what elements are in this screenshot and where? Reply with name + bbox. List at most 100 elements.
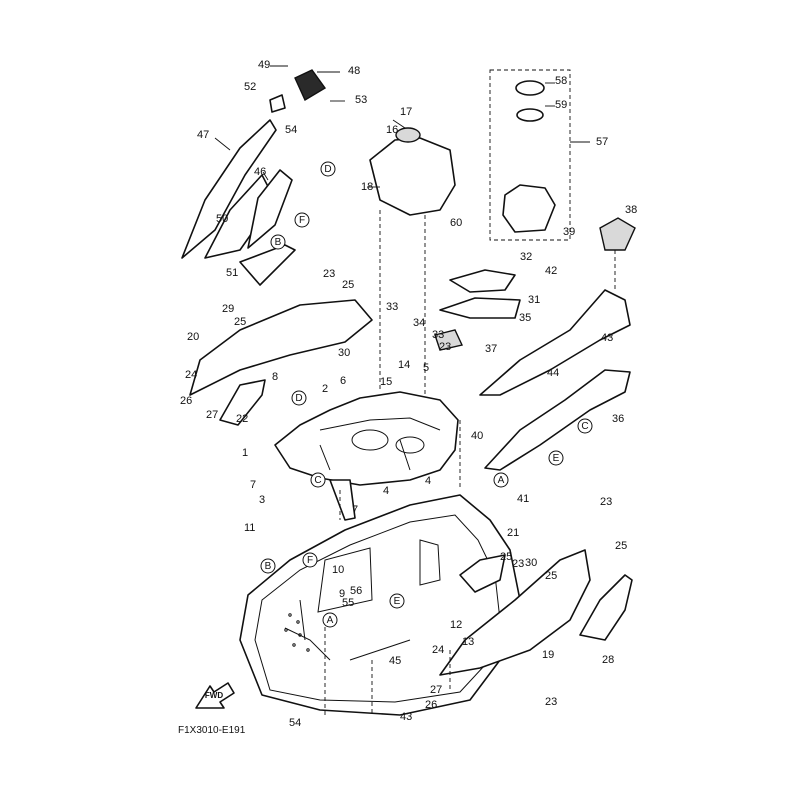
callout-25: 25 (234, 316, 246, 328)
callout-21: 21 (507, 527, 519, 539)
hull-deck (239, 494, 521, 716)
svg-text:D: D (324, 164, 331, 175)
callout-14: 14 (398, 359, 410, 371)
callout-58: 58 (555, 75, 567, 87)
callout-47: 47 (197, 129, 209, 141)
callout-26: 26 (180, 395, 192, 407)
reference-mark-C: C (577, 418, 593, 434)
svg-text:A: A (498, 475, 505, 486)
callout-56: 56 (350, 585, 362, 597)
fwd-label: FWD (205, 691, 223, 700)
leader-lines (214, 65, 616, 715)
kit-box (489, 69, 571, 241)
callout-29: 29 (222, 303, 234, 315)
callout-25: 25 (500, 551, 512, 563)
front-center-cover (274, 391, 459, 521)
callout-22: 22 (236, 413, 248, 425)
reference-mark-F: F (294, 212, 310, 228)
right-side-panels (439, 289, 633, 676)
callout-2: 2 (322, 383, 328, 395)
middle-parts (434, 217, 636, 351)
callout-27: 27 (206, 409, 218, 421)
svg-text:C: C (581, 421, 588, 432)
callout-39: 39 (563, 226, 575, 238)
callout-30: 30 (338, 347, 350, 359)
forward-arrow-icon: FWD (195, 682, 235, 709)
callout-28: 28 (602, 654, 614, 666)
callout-49: 49 (258, 59, 270, 71)
callout-19: 19 (542, 649, 554, 661)
svg-text:B: B (265, 561, 272, 572)
callout-1: 1 (242, 447, 248, 459)
callout-48: 48 (348, 65, 360, 77)
callout-25: 25 (545, 570, 557, 582)
callout-23: 23 (323, 268, 335, 280)
callout-12: 12 (450, 619, 462, 631)
svg-text:F: F (299, 215, 305, 226)
reference-mark-D: D (291, 390, 307, 406)
reference-marks: A A B B C C D D E E F F (260, 161, 593, 628)
callout-23: 23 (545, 696, 557, 708)
callout-7: 7 (352, 504, 358, 516)
reference-mark-E: E (389, 593, 405, 609)
callout-36: 36 (612, 413, 624, 425)
callout-41: 41 (517, 493, 529, 505)
callout-50: 50 (216, 213, 228, 225)
callout-44: 44 (547, 367, 559, 379)
callout-numbers: 1234456778910111213141516171819202122232… (0, 0, 637, 729)
callout-34: 34 (413, 317, 425, 329)
reference-mark-C: C (310, 472, 326, 488)
callout-40: 40 (471, 430, 483, 442)
callout-7: 7 (250, 479, 256, 491)
callout-45: 45 (389, 655, 401, 667)
callout-8: 8 (272, 371, 278, 383)
svg-text:A: A (327, 615, 334, 626)
reference-mark-D: D (320, 161, 336, 177)
reference-mark-E: E (548, 450, 564, 466)
callout-57: 57 (596, 136, 608, 148)
callout-16: 16 (386, 124, 398, 136)
callout-53: 53 (355, 94, 367, 106)
callout-54: 54 (285, 124, 297, 136)
callout-33: 33 (386, 301, 398, 313)
callout-35: 35 (519, 312, 531, 324)
callout-51: 51 (226, 267, 238, 279)
callout-15: 15 (380, 376, 392, 388)
svg-text:B: B (275, 237, 282, 248)
callout-17: 17 (400, 106, 412, 118)
callout-23: 23 (512, 558, 524, 570)
callout-5: 5 (423, 362, 429, 374)
callout-24: 24 (185, 369, 197, 381)
callout-32: 32 (520, 251, 532, 263)
callout-25: 25 (342, 279, 354, 291)
callout-38: 38 (625, 204, 637, 216)
callout-30: 30 (525, 557, 537, 569)
callout-37: 37 (485, 343, 497, 355)
svg-text:C: C (314, 475, 321, 486)
reference-mark-F: F (302, 552, 318, 568)
svg-text:F: F (307, 555, 313, 566)
callout-43: 43 (400, 711, 412, 723)
reference-mark-B: B (260, 558, 276, 574)
callout-54: 54 (289, 717, 301, 729)
callout-9: 9 (339, 588, 345, 600)
callout-4: 4 (383, 485, 389, 497)
drawing-code: F1X3010-E191 (178, 725, 246, 736)
callout-43: 43 (601, 332, 613, 344)
callout-31: 31 (528, 294, 540, 306)
callout-59: 59 (555, 99, 567, 111)
callout-24: 24 (432, 644, 444, 656)
svg-text:D: D (295, 393, 302, 404)
svg-text:E: E (553, 453, 560, 464)
callout-26: 26 (425, 699, 437, 711)
callout-25: 25 (615, 540, 627, 552)
callout-11: 11 (244, 522, 255, 534)
callout-61: 61 (0, 0, 12, 3)
top-panels (269, 69, 456, 216)
callout-46: 46 (254, 166, 266, 178)
svg-text:E: E (394, 596, 401, 607)
callout-6: 6 (340, 375, 346, 387)
callout-20: 20 (187, 331, 199, 343)
callout-23: 23 (600, 496, 612, 508)
